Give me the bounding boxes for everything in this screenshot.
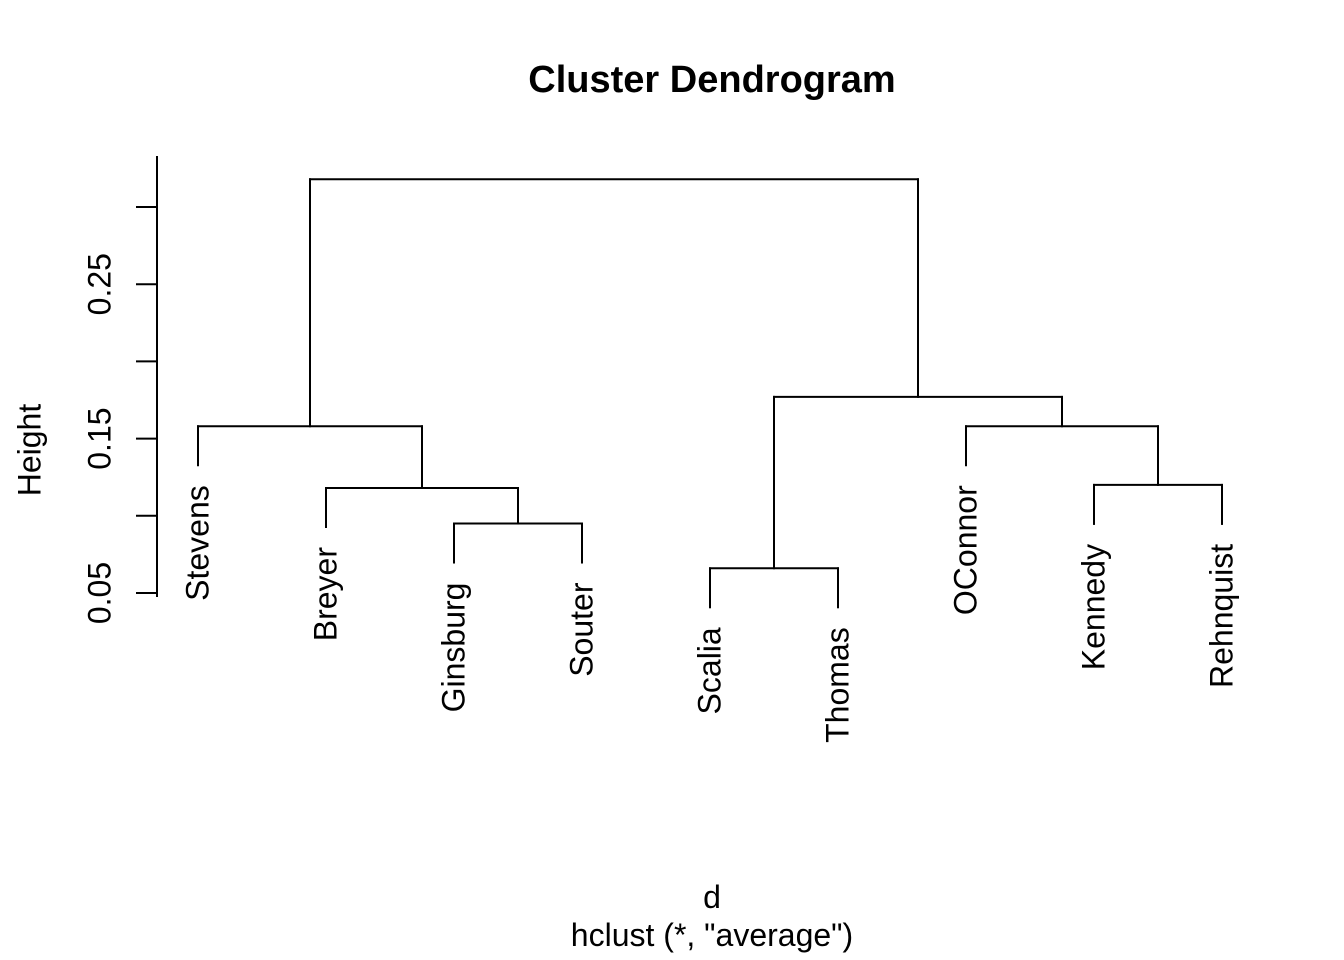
x-caption-method: hclust (*, "average") xyxy=(571,917,853,953)
y-axis-tick-label: 0.15 xyxy=(82,407,118,469)
leaf-label: Scalia xyxy=(692,627,728,714)
leaf-label: Kennedy xyxy=(1076,544,1112,670)
leaf-label: Rehnquist xyxy=(1204,544,1240,688)
x-caption-distance: d xyxy=(703,879,721,915)
y-axis: 0.05 0.15 0.25 xyxy=(82,156,158,624)
leaf-label: Breyer xyxy=(308,547,344,642)
y-axis-title: Height xyxy=(12,404,48,497)
chart-title: Cluster Dendrogram xyxy=(528,59,895,101)
y-axis-tick-label: 0.25 xyxy=(82,253,118,315)
leaf-label: Stevens xyxy=(180,485,216,601)
leaf-label: Thomas xyxy=(820,627,856,743)
leaf-label: Souter xyxy=(564,582,600,677)
dendrogram-tree xyxy=(197,178,1223,609)
leaf-label: Ginsburg xyxy=(436,583,472,713)
y-axis-tick-label: 0.05 xyxy=(82,562,118,624)
leaf-label: OConnor xyxy=(948,485,984,615)
